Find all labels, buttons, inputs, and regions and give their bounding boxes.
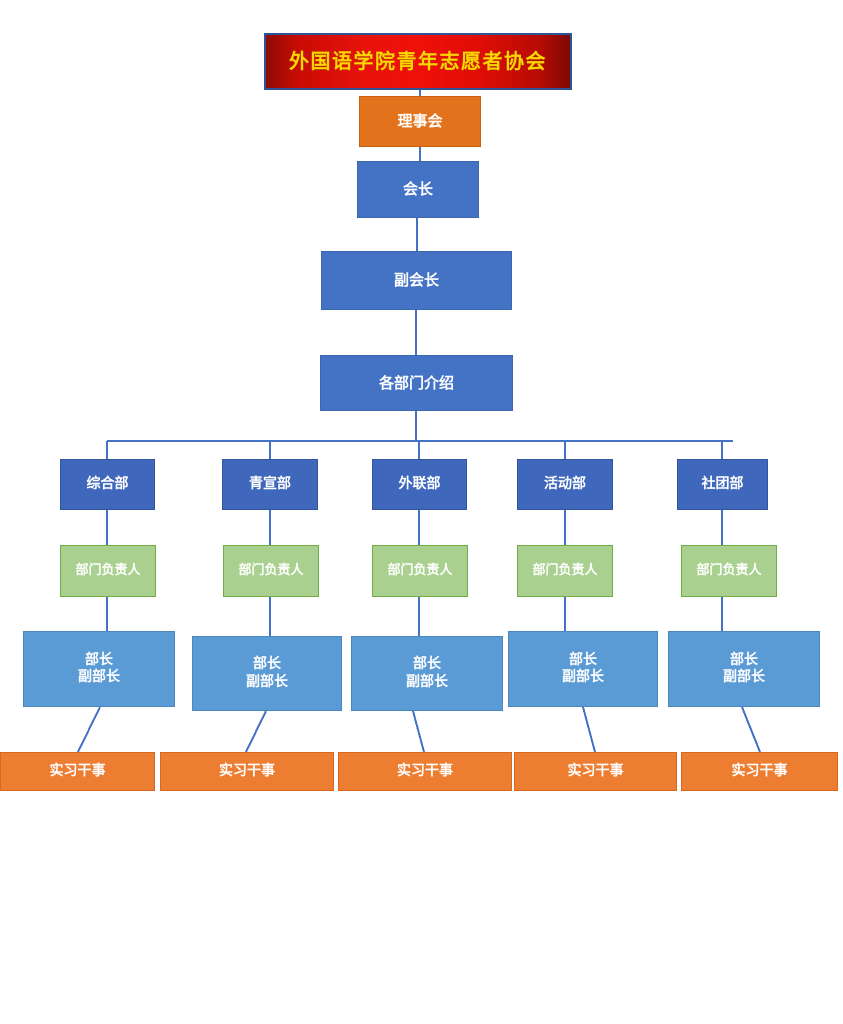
node-department-leaders-0: 部长 副部长 — [23, 631, 175, 707]
node-department-leaders-4: 部长 副部长 — [668, 631, 820, 707]
connector-leaders-intern-4 — [741, 706, 761, 753]
node-intern-1: 实习干事 — [160, 752, 334, 791]
node-department-head-4: 部门负责人 — [681, 545, 777, 597]
node-vice-president: 副会长 — [321, 251, 512, 310]
node-department-head-3: 部门负责人 — [517, 545, 613, 597]
node-department-head-1: 部门负责人 — [223, 545, 319, 597]
node-department-4: 社团部 — [677, 459, 768, 510]
node-department-0: 综合部 — [60, 459, 155, 510]
node-department-2: 外联部 — [372, 459, 467, 510]
org-title-banner: 外国语学院青年志愿者协会 — [264, 33, 572, 90]
node-intern-4: 实习干事 — [681, 752, 838, 791]
node-intern-2: 实习干事 — [338, 752, 512, 791]
connector-leaders-intern-3 — [582, 706, 596, 753]
node-department-head-0: 部门负责人 — [60, 545, 156, 597]
node-department-leaders-1: 部长 副部长 — [192, 636, 342, 711]
node-president: 会长 — [357, 161, 479, 218]
node-department-leaders-3: 部长 副部长 — [508, 631, 658, 707]
node-intern-0: 实习干事 — [0, 752, 155, 791]
connector-leaders-intern-2 — [412, 710, 425, 753]
node-department-leaders-2: 部长 副部长 — [351, 636, 503, 711]
node-department-3: 活动部 — [517, 459, 613, 510]
connector-leaders-intern-1 — [245, 710, 267, 753]
node-intern-3: 实习干事 — [514, 752, 677, 791]
node-department-head-2: 部门负责人 — [372, 545, 468, 597]
node-board-of-directors: 理事会 — [359, 96, 481, 147]
node-department-1: 青宣部 — [222, 459, 318, 510]
node-departments-intro: 各部门介绍 — [320, 355, 513, 411]
connector-leaders-intern-0 — [77, 706, 101, 753]
